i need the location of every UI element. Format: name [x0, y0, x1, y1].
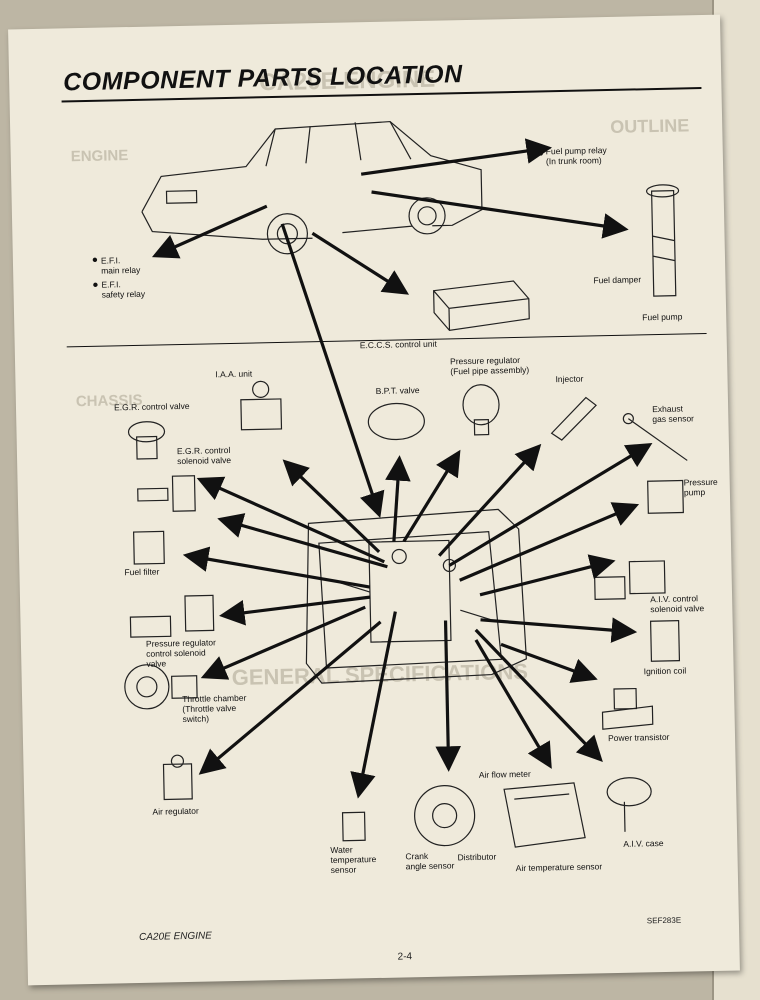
label-efi-safety-relay: E.F.I. safety relay — [101, 279, 146, 300]
ignition-coil — [649, 620, 681, 662]
label-air-regulator: Air regulator — [152, 805, 199, 817]
label-water-temp-sensor: Water temperature sensor — [330, 844, 377, 875]
label-exhaust-gas-sensor: Exhaust gas sensor — [652, 403, 695, 425]
label-power-transistor: Power transistor — [607, 731, 670, 744]
label-fuel-pump: Fuel pump — [642, 311, 683, 323]
air-regulator — [162, 754, 193, 801]
fuel-pump-illustration — [645, 184, 680, 297]
label-fuel-filter: Fuel filter — [124, 566, 160, 578]
label-eccs-control-unit: E.C.C.S. control unit — [359, 338, 437, 351]
label-aiv-solenoid: A.I.V. control solenoid valve — [650, 593, 705, 615]
footer-engine-label: CA20E ENGINE — [138, 930, 213, 944]
label-pressure-regulator: Pressure regulator (Fuel pipe assembly) — [450, 354, 530, 377]
label-fuel-pump-relay: Fuel pump relay (In trunk room) — [545, 145, 607, 167]
air-flow-meter — [503, 782, 586, 848]
iaa-unit — [240, 380, 283, 431]
exhaust-sensor — [622, 413, 688, 461]
page-number: 2-4 — [397, 951, 413, 963]
throttle-chamber — [124, 664, 198, 710]
label-bpt-valve: B.P.T. valve — [375, 385, 420, 396]
label-crank-angle-sensor: Crank angle sensor — [405, 850, 455, 872]
label-fuel-damper: Fuel damper — [593, 274, 642, 286]
car-illustration — [141, 120, 483, 255]
label-pr-control-solenoid: Pressure regulator control solenoid valv… — [145, 637, 216, 669]
label-distributor: Distributor — [457, 851, 497, 863]
pressure-regulator — [462, 384, 500, 436]
label-ignition-coil: Ignition coil — [643, 665, 687, 677]
label-air-temp-sensor: Air temperature sensor — [515, 861, 603, 874]
label-pressure-pump: Pressure pump — [683, 476, 718, 498]
aiv-case — [606, 777, 652, 832]
water-temp-sensor — [341, 811, 366, 842]
manual-page: CA20E ENGINE OUTLINE ENGINE CHASSIS GENE… — [8, 14, 740, 986]
distributor — [414, 784, 476, 847]
fuel-filter — [133, 530, 165, 565]
egr-solenoid — [137, 475, 196, 512]
label-throttle-chamber: Throttle chamber (Throttle valve switch) — [182, 692, 247, 725]
label-air-flow-meter: Air flow meter — [478, 768, 531, 780]
label-efi-main-relay: E.F.I. main relay — [100, 255, 141, 276]
bpt-valve — [367, 402, 425, 441]
label-egr-control-valve: E.G.R. control valve — [113, 400, 190, 413]
pr-solenoid — [129, 594, 215, 638]
power-transistor — [601, 687, 654, 730]
label-egr-solenoid: E.G.R. control solenoid valve — [176, 444, 232, 467]
relay-bullets — [92, 151, 543, 287]
arrow-group — [151, 138, 653, 799]
figure-code: SEF283E — [646, 915, 682, 926]
egr-valve — [127, 421, 166, 460]
label-iaa-unit: I.A.A. unit — [215, 368, 253, 380]
eccs-unit-illustration — [433, 280, 530, 332]
label-aiv-case: A.I.V. case — [623, 838, 664, 849]
pressure-pump — [647, 479, 684, 514]
injector — [550, 396, 597, 441]
label-injector: Injector — [555, 373, 584, 385]
component-diagram — [92, 120, 688, 848]
